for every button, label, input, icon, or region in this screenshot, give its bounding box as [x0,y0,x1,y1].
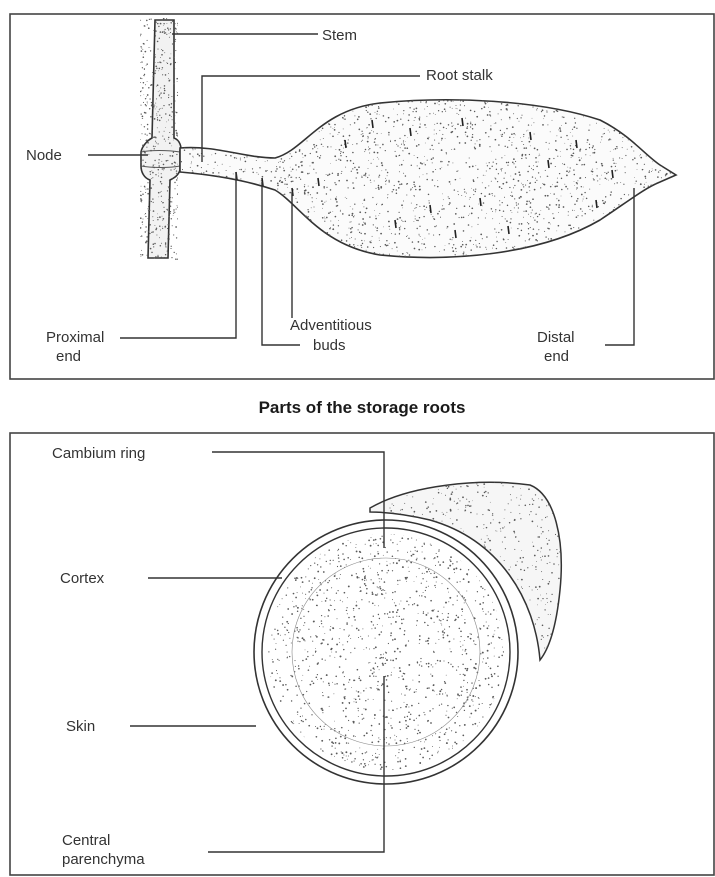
label-proximal-line2: end [56,348,81,365]
label-adventitious-line2: buds [313,337,346,354]
label-node: Node [26,147,62,164]
figure-caption: Parts of the storage roots [259,398,466,417]
label-adventitious-line1: Adventitious [290,317,372,334]
stem-shape [139,18,181,260]
label-cambium-ring: Cambium ring [52,445,145,462]
label-skin: Skin [66,718,95,735]
cross-section-shape [254,477,569,784]
label-distal-line2: end [544,348,569,365]
label-stem: Stem [322,27,357,44]
label-root-stalk: Root stalk [426,67,493,84]
label-distal-line1: Distal [537,329,575,346]
label-central-line1: Central [62,832,110,849]
label-cortex: Cortex [60,570,105,587]
label-proximal-line1: Proximal [46,329,104,346]
storage-root-shape [180,95,681,264]
label-central-line2: parenchyma [62,851,145,868]
